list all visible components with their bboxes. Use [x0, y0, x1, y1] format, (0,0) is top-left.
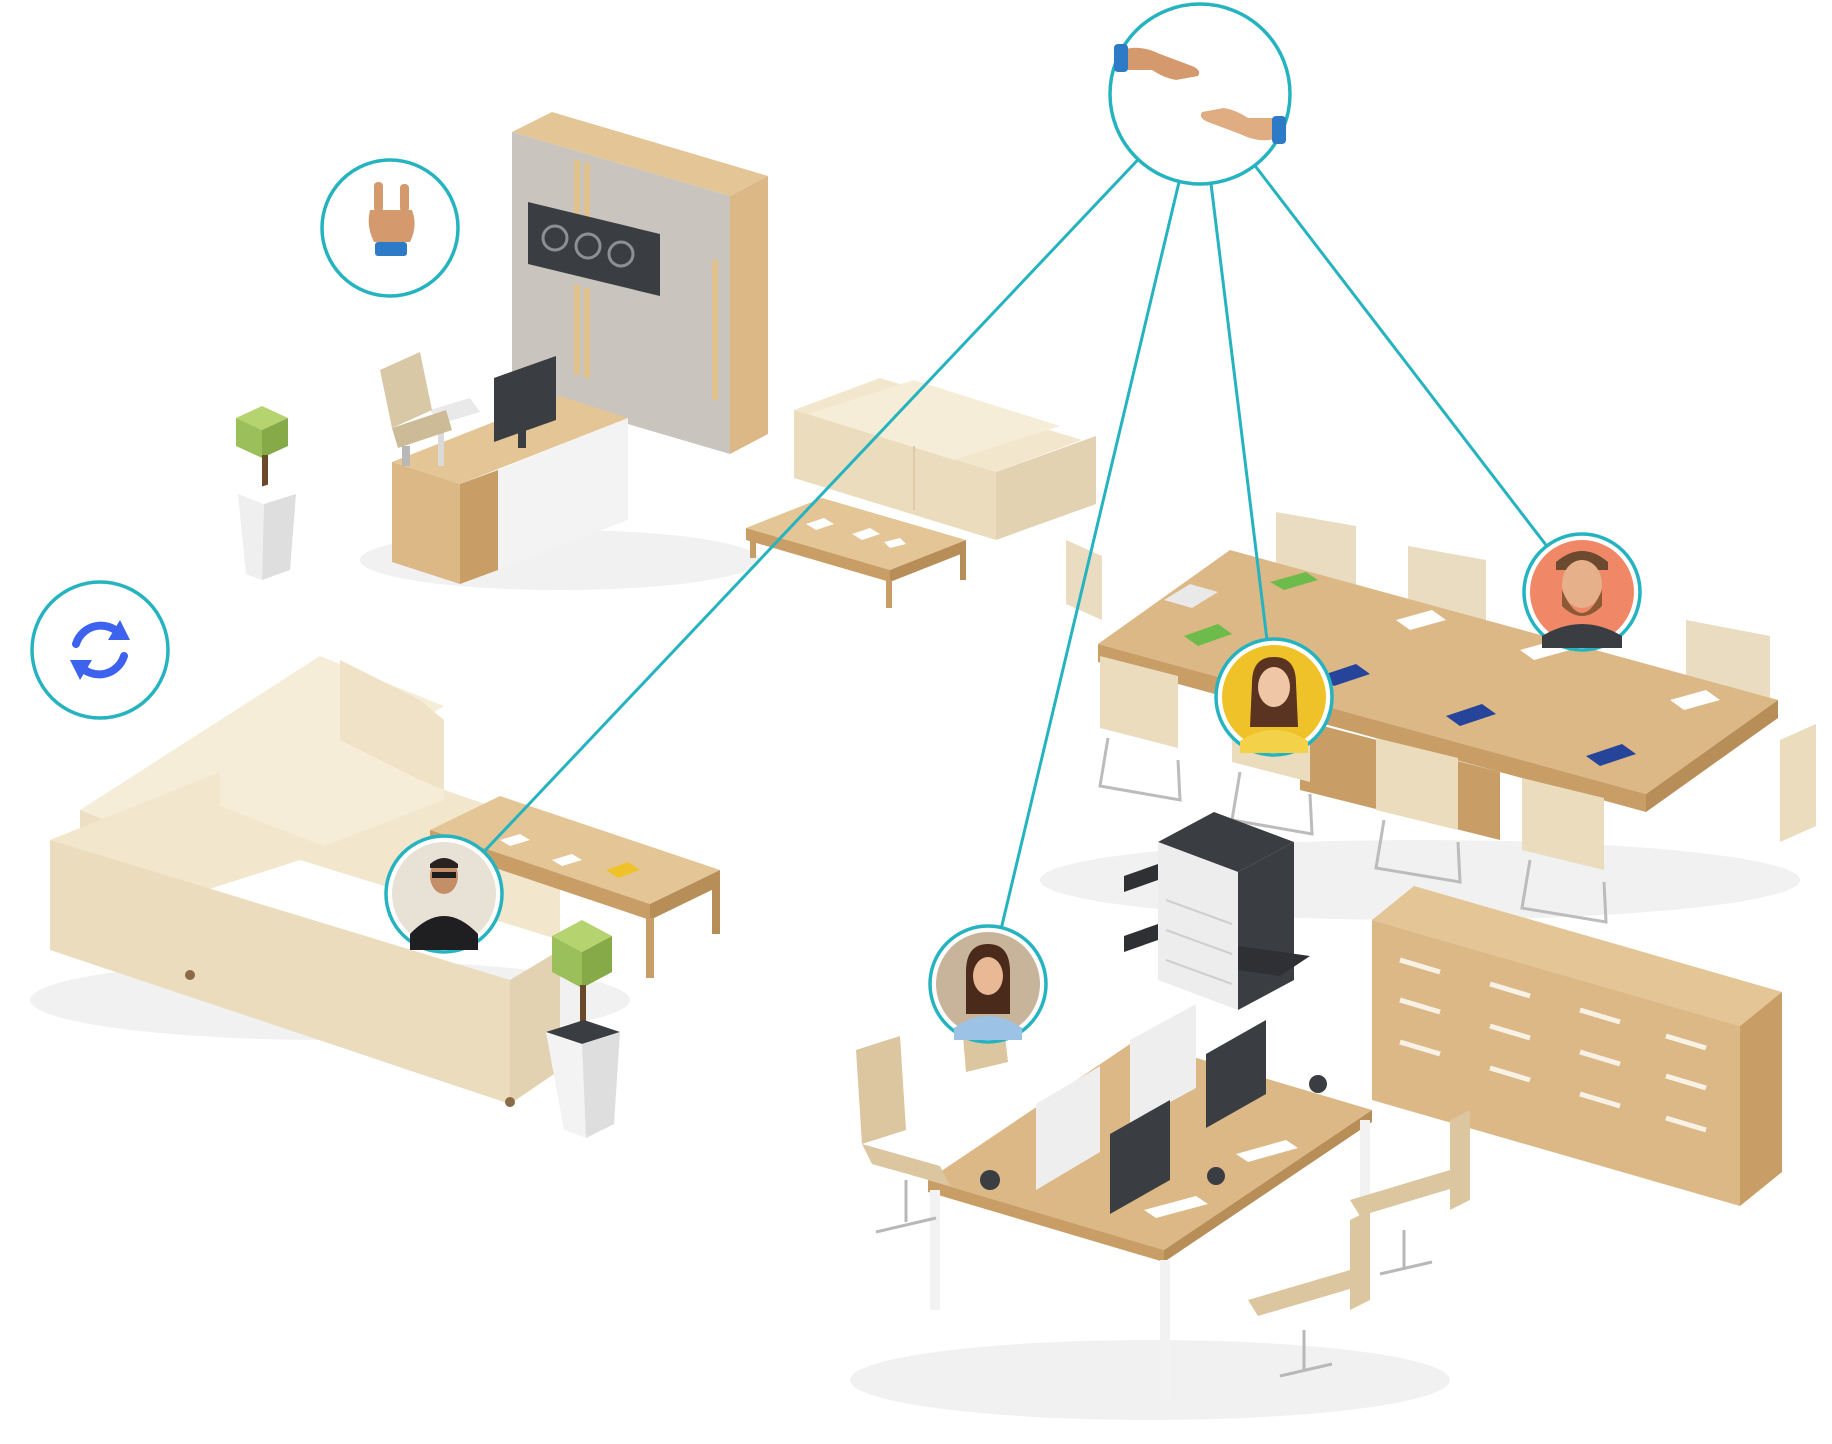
printer [1124, 812, 1310, 1010]
connection-lines [442, 92, 1584, 985]
connection-line-avatar-bearded-man [1198, 93, 1584, 593]
reception-desk [392, 356, 628, 584]
avatar-woman-desk-node[interactable] [928, 924, 1048, 1044]
workstation-desk [928, 1004, 1372, 1400]
reception-chair [380, 352, 452, 466]
plant-left-bottom [546, 920, 620, 1138]
avatar-woman-yellow-node[interactable] [1214, 637, 1334, 757]
storage-cabinet [1372, 886, 1782, 1206]
avatar-bearded-man-node[interactable] [1522, 532, 1642, 652]
sofa-top [794, 378, 1096, 540]
handshake-node[interactable] [1108, 2, 1292, 186]
refresh-icon [70, 620, 130, 680]
avatar-woman-yellow [1240, 657, 1308, 753]
rock-hand-node[interactable] [320, 158, 460, 298]
wardrobe-cabinet [512, 112, 768, 454]
handshake-icon [1114, 44, 1286, 144]
avatar-man-sofa-node[interactable] [384, 834, 504, 954]
connection-line-avatar-woman-desk [986, 93, 1202, 985]
rock-on-hand-icon [368, 182, 415, 256]
connection-line-avatar-man-sofa [442, 92, 1202, 896]
avatar-woman-desk [954, 944, 1022, 1040]
plant-left-top [236, 406, 296, 580]
connection-line-avatar-woman-yellow [1198, 93, 1276, 698]
avatar-bearded-man [1542, 551, 1622, 648]
refresh-node[interactable] [30, 580, 170, 720]
avatar-man-sofa [410, 858, 478, 950]
coffee-table-top [746, 498, 966, 608]
